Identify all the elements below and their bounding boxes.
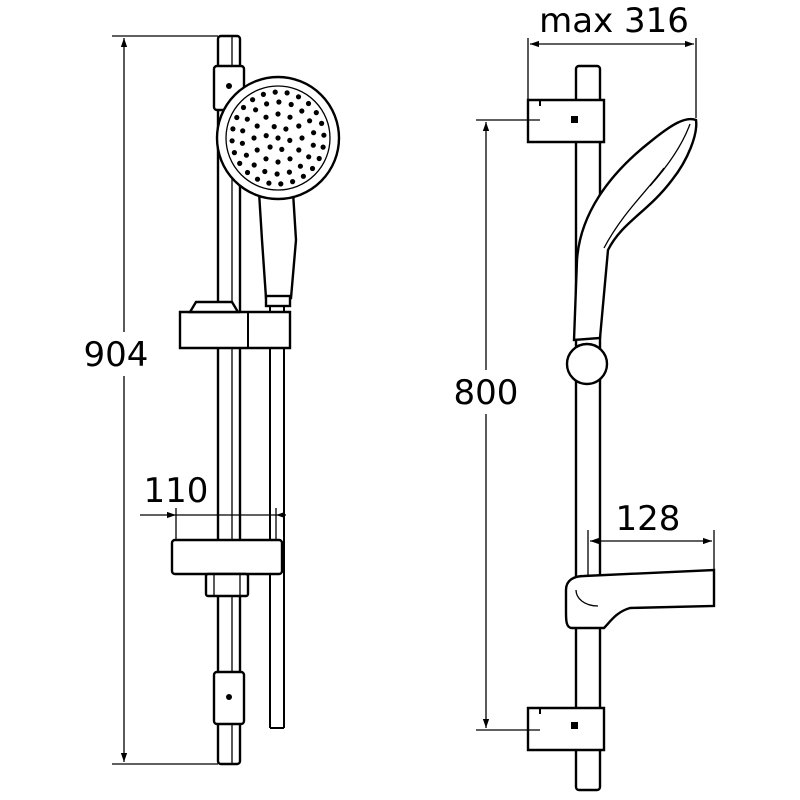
nozzle-dot [263, 114, 269, 120]
nozzle-dot [239, 140, 245, 146]
nozzle-dot [287, 137, 293, 143]
dimension-800: 800 [448, 119, 540, 731]
dimension-110: 110 [140, 471, 286, 540]
dimension-label-904: 904 [84, 335, 149, 375]
nozzle-dot [295, 94, 302, 100]
nozzle-dot [276, 99, 282, 105]
nozzle-dot [309, 165, 316, 172]
nozzle-dot [263, 156, 269, 162]
nozzle-dot [243, 152, 249, 158]
front-hose [269, 300, 285, 729]
nozzle-dot [271, 124, 277, 130]
nozzle-dot [274, 171, 280, 177]
dimension-128: 128 [587, 499, 715, 576]
nozzle-dot [275, 111, 281, 117]
side-rail [574, 64, 602, 792]
nozzle-dot [320, 144, 326, 150]
nozzle-dot [296, 123, 302, 129]
nozzle-dot [253, 107, 259, 113]
shower-head-nozzles [229, 89, 327, 187]
nozzle-dot [299, 108, 305, 114]
side-slider-ball-joint [565, 342, 609, 386]
side-view: max 316 800 [448, 1, 716, 792]
nozzle-dot [254, 147, 260, 153]
nozzle-dot [297, 163, 303, 169]
nozzle-dot [244, 116, 250, 122]
nozzle-dot [260, 91, 266, 97]
nozzle-dot [254, 176, 261, 182]
nozzle-dot [250, 97, 256, 103]
side-wall-bracket-top [526, 98, 606, 144]
front-view: 904 [80, 34, 341, 766]
nozzle-dot [262, 168, 268, 175]
side-hand-shower [572, 117, 698, 342]
nozzle-dot [267, 144, 273, 150]
nozzle-dot [251, 162, 257, 168]
nozzle-dot [231, 150, 237, 156]
nozzle-dot [310, 142, 316, 148]
nozzle-dot [234, 114, 240, 121]
nozzle-dot [229, 138, 235, 144]
nozzle-dot [264, 101, 270, 107]
front-soap-dish [170, 538, 284, 598]
nozzle-dot [275, 135, 281, 141]
front-wall-bracket-bottom [212, 670, 246, 726]
nozzle-dot [283, 126, 289, 132]
nozzle-dot [284, 90, 290, 96]
nozzle-dot [278, 181, 284, 187]
dimension-max-316: max 316 [527, 1, 697, 118]
nozzle-dot [275, 159, 281, 165]
nozzle-dot [319, 120, 325, 126]
nozzle-dot [299, 135, 305, 141]
dimension-label-128: 128 [616, 499, 681, 539]
dimension-label-800: 800 [454, 373, 519, 413]
nozzle-dot [230, 126, 236, 132]
dimension-904: 904 [80, 35, 218, 765]
nozzle-dot [307, 118, 313, 124]
nozzle-dot [313, 110, 319, 116]
nozzle-dot [237, 160, 243, 166]
nozzle-dot [305, 100, 312, 107]
nozzle-dot [272, 89, 278, 95]
dimension-label-110: 110 [144, 471, 209, 511]
nozzle-dot [290, 179, 296, 185]
side-wall-bracket-bottom [526, 706, 606, 752]
side-soap-dish [564, 568, 716, 630]
nozzle-dot [300, 173, 306, 179]
nozzle-dot [306, 154, 312, 160]
nozzle-dot [287, 156, 293, 162]
nozzle-dot [240, 128, 246, 134]
nozzle-dot [321, 132, 327, 138]
nozzle-dot [266, 180, 272, 186]
nozzle-dot [240, 104, 247, 111]
nozzle-dot [316, 155, 322, 162]
nozzle-dot [286, 169, 292, 175]
nozzle-dot [279, 146, 285, 152]
nozzle-dot [254, 123, 260, 129]
front-hand-shower [215, 75, 341, 308]
nozzle-dot [251, 135, 257, 141]
nozzle-dot [244, 169, 251, 176]
dimension-label-max-316: max 316 [539, 1, 689, 41]
nozzle-dot [263, 133, 269, 139]
front-slider [178, 300, 292, 350]
nozzle-dot [311, 130, 317, 136]
nozzle-dot [296, 147, 302, 153]
nozzle-dot [287, 114, 293, 120]
nozzle-dot [288, 101, 294, 108]
